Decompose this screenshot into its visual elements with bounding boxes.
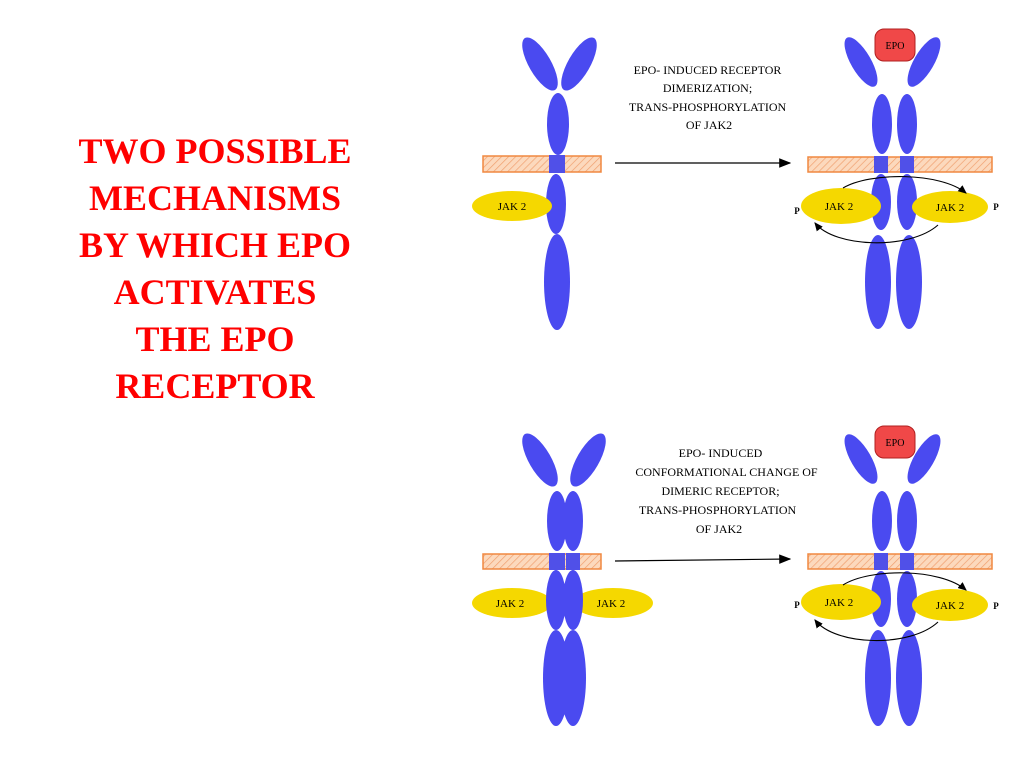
jak2-protein [912, 191, 988, 223]
phosphorylation-arrow [814, 619, 939, 642]
epo-ligand [874, 425, 916, 459]
caption-line: EPO- INDUCED RECEPTOR [634, 63, 782, 77]
receptor-segment [872, 94, 892, 154]
caption-line: OF JAK2 [686, 118, 732, 132]
receptor-segment [544, 234, 570, 330]
epo-label: EPO [886, 438, 905, 449]
transition-arrow [614, 554, 792, 564]
receptor-segment [871, 174, 891, 230]
receptor-segment [897, 491, 917, 551]
receptor-segment [896, 235, 922, 329]
receptor-arm [522, 37, 558, 91]
transmembrane-domain [874, 553, 888, 570]
receptor-segment [560, 630, 586, 726]
receptor-segment [547, 93, 569, 155]
top-left-receptor: JAK 2 [472, 37, 602, 330]
bottom-left-dimer: JAK 2 JAK 2 [472, 433, 653, 726]
receptor-arm [561, 37, 597, 91]
epo-label: EPO [886, 41, 905, 52]
transmembrane-domain [900, 156, 914, 173]
bottom-caption: EPO- INDUCED CONFORMATIONAL CHANGE OF DI… [635, 446, 820, 536]
jak2-label: JAK 2 [825, 201, 853, 213]
transmembrane-domain [900, 553, 914, 570]
jak2-label: JAK 2 [936, 600, 964, 612]
receptor-segment [865, 235, 891, 329]
receptor-arm [570, 433, 606, 487]
epo-ligand [874, 28, 916, 62]
caption-line: EPO- INDUCED [679, 446, 763, 460]
receptor-segment [563, 491, 583, 551]
phosphorylation-arrow [842, 176, 967, 194]
phosphorylation-arrow [842, 572, 967, 591]
jak2-protein [573, 588, 653, 618]
receptor-segment [547, 491, 567, 551]
jak2-protein [912, 589, 988, 621]
caption-line: CONFORMATIONAL CHANGE OF [635, 465, 818, 479]
top-panel: JAK 2 EPO- INDUCED RECEPTOR DIMERIZATION… [472, 28, 999, 330]
caption-line: OF JAK2 [696, 522, 742, 536]
receptor-segment [546, 174, 566, 234]
receptor-segment [896, 630, 922, 726]
caption-line: DIMERIC RECEPTOR; [661, 484, 779, 498]
title-line: TWO POSSIBLE [78, 131, 352, 171]
transmembrane-domain [549, 155, 565, 173]
membrane [482, 155, 602, 173]
caption-line: TRANS-PHOSPHORYLATION [629, 100, 787, 114]
bottom-right-dimer: EPO JAK 2 JAK 2 P P [794, 425, 999, 726]
receptor-segment [872, 491, 892, 551]
jak2-label: JAK 2 [498, 201, 526, 213]
title-line: ACTIVATES [113, 272, 317, 312]
phosphate-label: P [794, 206, 800, 216]
jak2-protein [472, 588, 552, 618]
receptor-segment [897, 94, 917, 154]
bottom-panel: JAK 2 JAK 2 EPO- INDUCED CONFORMATIONAL … [472, 425, 999, 726]
receptor-segment [871, 571, 891, 627]
phosphorylation-arrow [814, 222, 939, 244]
membrane [482, 553, 602, 570]
transmembrane-domain [549, 553, 565, 570]
receptor-segment [897, 571, 917, 627]
top-caption: EPO- INDUCED RECEPTOR DIMERIZATION; TRAN… [629, 63, 789, 132]
receptor-segment [865, 630, 891, 726]
caption-line: TRANS-PHOSPHORYLATION [639, 503, 797, 517]
jak2-label: JAK 2 [496, 598, 524, 610]
title-line: BY WHICH EPO [78, 225, 352, 265]
receptor-segment [563, 570, 583, 630]
title-line: RECEPTOR [115, 366, 315, 406]
jak2-label: JAK 2 [597, 598, 625, 610]
jak2-protein [472, 191, 552, 221]
title-line: THE EPO [135, 319, 295, 359]
transmembrane-domain [874, 156, 888, 173]
jak2-label: JAK 2 [936, 202, 964, 214]
phosphate-label: P [993, 202, 999, 212]
receptor-arm [907, 37, 941, 87]
jak2-protein [801, 584, 881, 620]
receptor-segment [546, 570, 566, 630]
caption-line: DIMERIZATION; [663, 81, 752, 95]
slide-title: TWO POSSIBLE MECHANISMS BY WHICH EPO ACT… [40, 128, 390, 410]
jak2-protein [801, 188, 881, 224]
title-line: MECHANISMS [88, 178, 342, 218]
receptor-arm [907, 434, 941, 484]
transmembrane-domain [566, 553, 580, 570]
phosphate-label: P [794, 600, 800, 610]
top-right-dimer: EPO JAK 2 JAK 2 P P [794, 28, 999, 329]
receptor-arm [844, 434, 878, 484]
jak2-label: JAK 2 [825, 597, 853, 609]
receptor-arm [522, 433, 558, 487]
phosphate-label: P [993, 601, 999, 611]
receptor-segment [897, 174, 917, 230]
receptor-arm [844, 37, 878, 87]
